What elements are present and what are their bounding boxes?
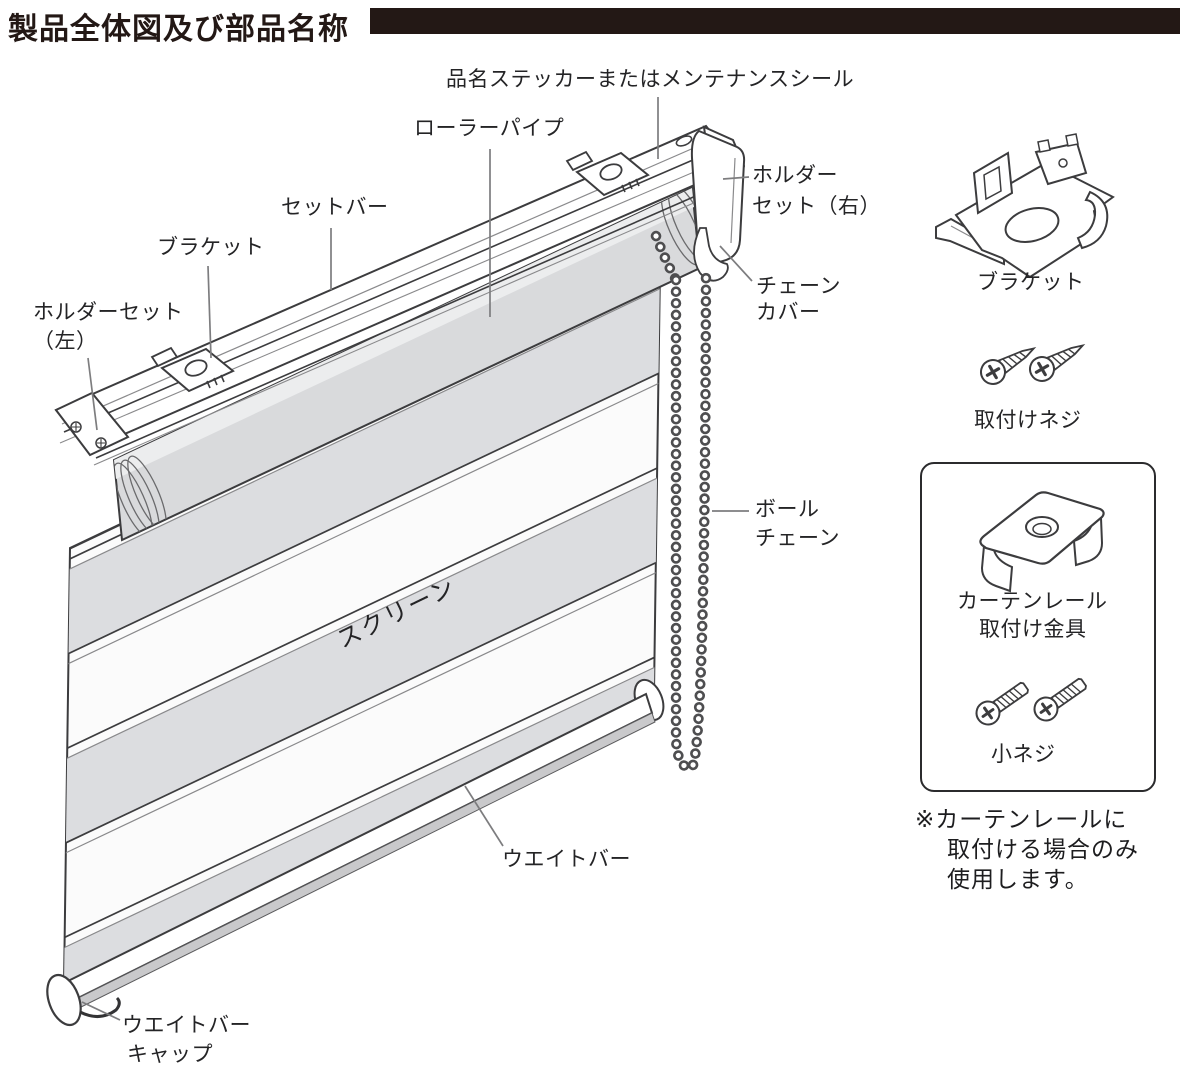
label-holder-left-1: ホルダーセット bbox=[33, 301, 184, 324]
label-roller-pipe: ローラーパイプ bbox=[414, 117, 565, 140]
label-holder-right-2: セット（右） bbox=[752, 195, 881, 218]
label-rail-fitting-2: 取付け金具 bbox=[979, 618, 1087, 641]
chain-cover-shape bbox=[693, 227, 729, 282]
label-rail-fitting-1: カーテンレール bbox=[957, 590, 1108, 613]
note-line-2: 取付ける場合のみ bbox=[947, 836, 1139, 862]
rail-hole bbox=[675, 135, 693, 147]
label-small-screws: 小ネジ bbox=[991, 743, 1056, 766]
label-parts-bracket: ブラケット bbox=[977, 271, 1085, 294]
label-holder-right-1: ホルダー bbox=[752, 164, 838, 187]
label-mounting-screws: 取付けネジ bbox=[974, 409, 1082, 432]
mounting-screws-illustration bbox=[975, 333, 1091, 390]
title-bar-rule bbox=[370, 8, 1180, 34]
note-line-3: 使用します。 bbox=[947, 866, 1089, 892]
label-chain-cover-1: チェーン bbox=[756, 275, 841, 298]
label-bracket: ブラケット bbox=[157, 236, 265, 259]
ball-chain-shape bbox=[650, 230, 712, 774]
label-weight-bar-cap-1: ウエイトバー bbox=[122, 1014, 251, 1037]
curtain-rail-fitting-illustration bbox=[979, 491, 1105, 593]
label-weight-bar: ウエイトバー bbox=[502, 848, 631, 871]
note-line-1: ※カーテンレールに bbox=[915, 806, 1128, 832]
curtain-rail-kit-box bbox=[920, 462, 1156, 792]
label-weight-bar-cap-2: キャップ bbox=[127, 1043, 213, 1066]
label-chain-cover-2: カバー bbox=[756, 301, 821, 324]
label-ball-chain-1: ボール bbox=[755, 498, 820, 521]
weight-bar-cap-shape bbox=[46, 973, 82, 1027]
label-ball-chain-2: チェーン bbox=[755, 527, 840, 550]
label-name-sticker: 品名ステッカーまたはメンテナンスシール bbox=[446, 68, 855, 91]
bracket-illustration bbox=[935, 133, 1115, 279]
leader-lines bbox=[81, 97, 753, 1021]
label-set-bar: セットバー bbox=[281, 196, 389, 219]
label-holder-left-2: （左） bbox=[33, 330, 98, 353]
weight-bar-shape bbox=[46, 678, 665, 1027]
page-title: 製品全体図及び部品名称 bbox=[8, 13, 349, 46]
